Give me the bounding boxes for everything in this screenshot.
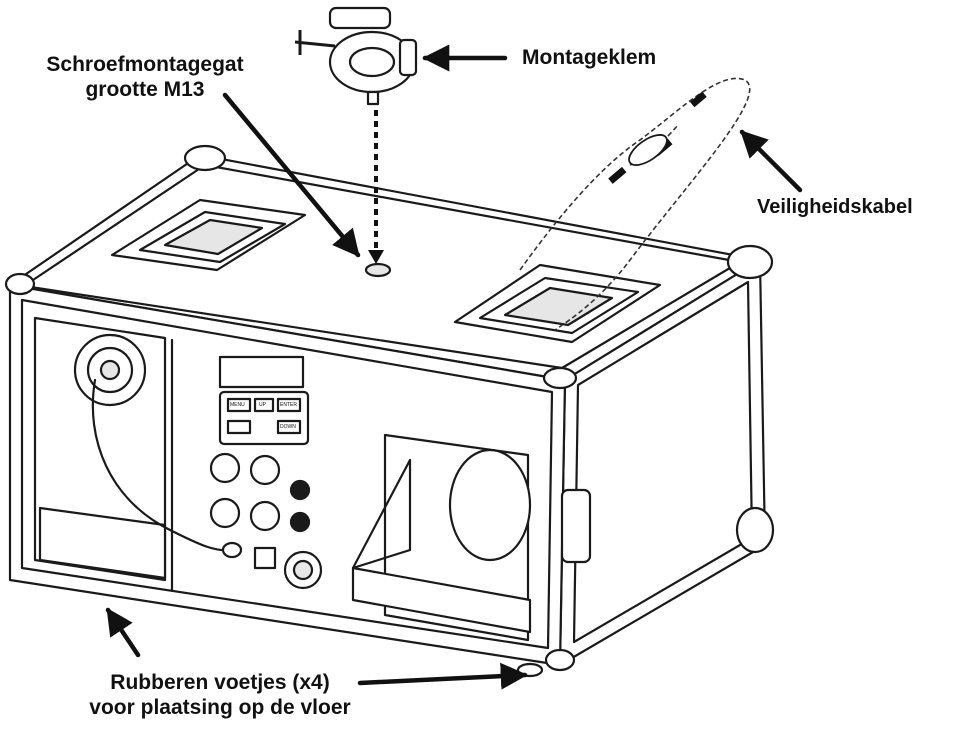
control-panel <box>170 338 323 592</box>
label-screw-hole: Schroefmontagegat grootte M13 <box>0 52 290 102</box>
left-compartment <box>33 316 243 582</box>
label-rubber-feet-line1: Rubberen voetjes (x4) <box>110 671 330 694</box>
side-latch <box>560 488 592 564</box>
button-label-up: UP <box>259 402 266 408</box>
arrow-screw-hole <box>222 92 361 258</box>
label-clamp: Montageklem <box>522 46 657 69</box>
safety-cable-sleeve <box>628 134 668 166</box>
screw-hole <box>364 262 392 278</box>
arrow-foot-right <box>357 662 528 690</box>
label-screw-hole-line2: grootte M13 <box>85 78 205 101</box>
label-rubber-feet: Rubberen voetjes (x4) voor plaatsing op … <box>20 670 420 720</box>
clamp-dotted-arrowhead <box>368 250 384 264</box>
label-safety-cable: Veiligheidskabel <box>757 196 913 218</box>
callout-arrows <box>105 44 803 690</box>
arrow-safety-cable <box>739 129 803 193</box>
label-rubber-feet-line2: voor plaatsing op de vloer <box>89 696 351 719</box>
top-handle-left <box>110 198 307 272</box>
mounting-clamp <box>294 6 418 106</box>
arrow-foot-left <box>105 607 141 658</box>
button-label-enter: ENTER <box>280 402 297 408</box>
label-screw-hole-line1: Schroefmontagegat <box>46 53 244 76</box>
nozzle-window <box>351 433 532 642</box>
button-label-menu: MENU <box>230 402 245 408</box>
button-label-down: DOWN <box>280 424 296 430</box>
